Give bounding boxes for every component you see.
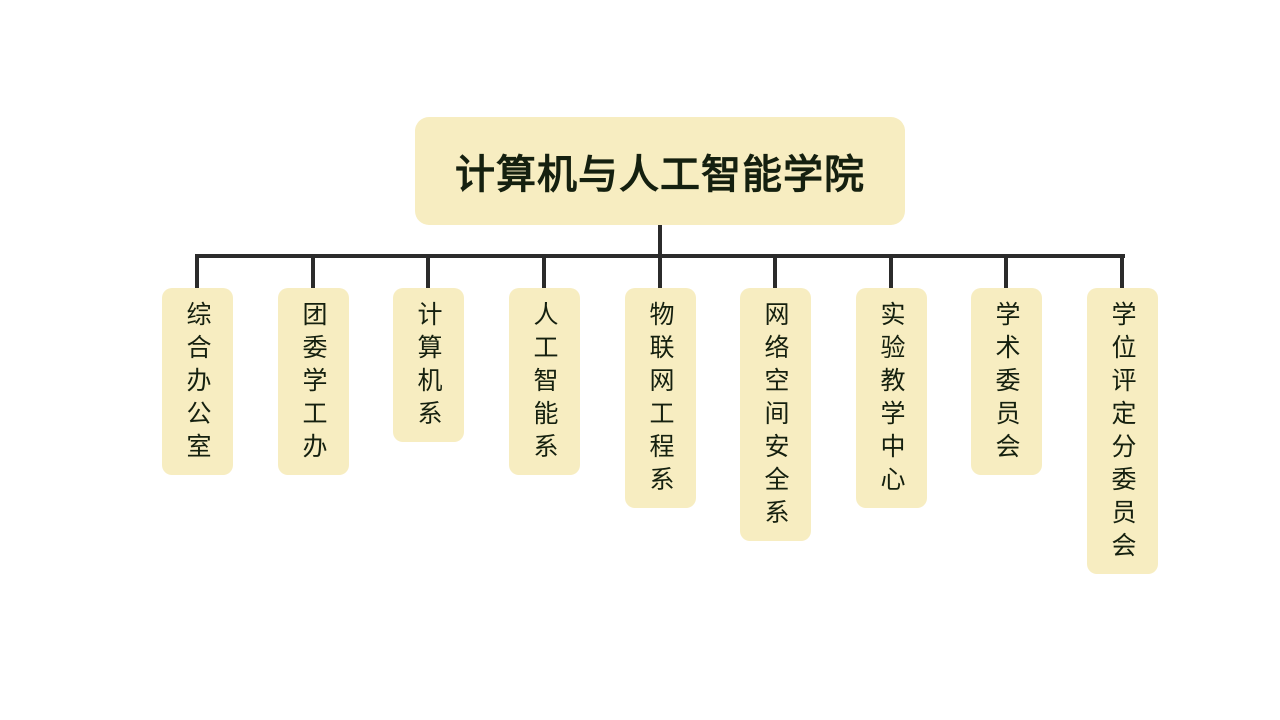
child-node: 综合办公室 [162,288,233,475]
child-connector [1120,256,1124,289]
child-node: 人工智能系 [509,288,580,475]
child-node: 计算机系 [393,288,464,442]
child-node: 物联网工程系 [625,288,696,508]
child-label: 综合办公室 [183,301,212,466]
child-label: 实验教学中心 [877,301,906,499]
child-node: 学位评定分委员会 [1087,288,1158,574]
child-node: 网络空间安全系 [740,288,811,541]
child-label: 计算机系 [414,301,443,433]
child-label: 人工智能系 [530,301,559,466]
child-label: 团委学工办 [299,301,328,466]
child-label: 网络空间安全系 [761,301,790,532]
child-connector [426,256,430,289]
child-node: 实验教学中心 [856,288,927,508]
child-label: 学术委员会 [992,301,1021,466]
child-label: 物联网工程系 [646,301,675,499]
root-node: 计算机与人工智能学院 [415,117,905,225]
root-connector [658,225,662,258]
child-node: 团委学工办 [278,288,349,475]
child-connector [658,256,662,289]
root-label: 计算机与人工智能学院 [455,152,865,198]
child-connector [889,256,893,289]
child-connector [195,256,199,289]
child-connector [773,256,777,289]
child-connector [542,256,546,289]
child-connector [1004,256,1008,289]
child-connector [311,256,315,289]
child-node: 学术委员会 [971,288,1042,475]
child-label: 学位评定分委员会 [1108,301,1137,565]
